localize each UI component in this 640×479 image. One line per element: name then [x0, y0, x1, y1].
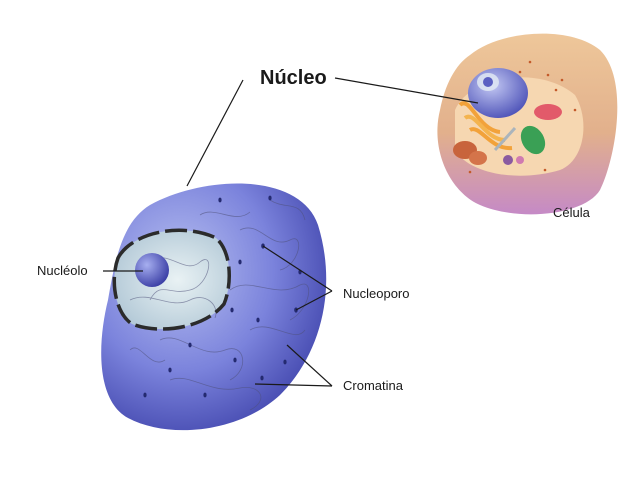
label-nuclear-pore: Nucleoporo: [343, 286, 410, 301]
nucleolus: [135, 253, 169, 287]
leader-cromatina-a: [286, 344, 333, 387]
label-chromatin: Cromatina: [343, 378, 403, 393]
label-nucleolus: Nucléolo: [37, 263, 88, 278]
label-cell: Célula: [553, 205, 590, 220]
nuclear-pores: [143, 195, 302, 398]
leader-nucleoporo-a: [262, 245, 333, 292]
chromatin-fibers: [129, 199, 309, 411]
cell-illustration: [437, 33, 618, 215]
leader-nucleo-cell: [334, 77, 479, 104]
leader-cromatina-b: [254, 383, 333, 387]
large-nucleus: [101, 183, 327, 431]
leader-lines: [103, 77, 479, 387]
leader-nucleoporo-b: [295, 290, 333, 311]
diagram-title: Núcleo: [260, 67, 327, 89]
cell-nucleus: [468, 68, 528, 118]
leader-nucleo-large: [186, 79, 244, 187]
nucleus-cutaway: [114, 230, 230, 330]
